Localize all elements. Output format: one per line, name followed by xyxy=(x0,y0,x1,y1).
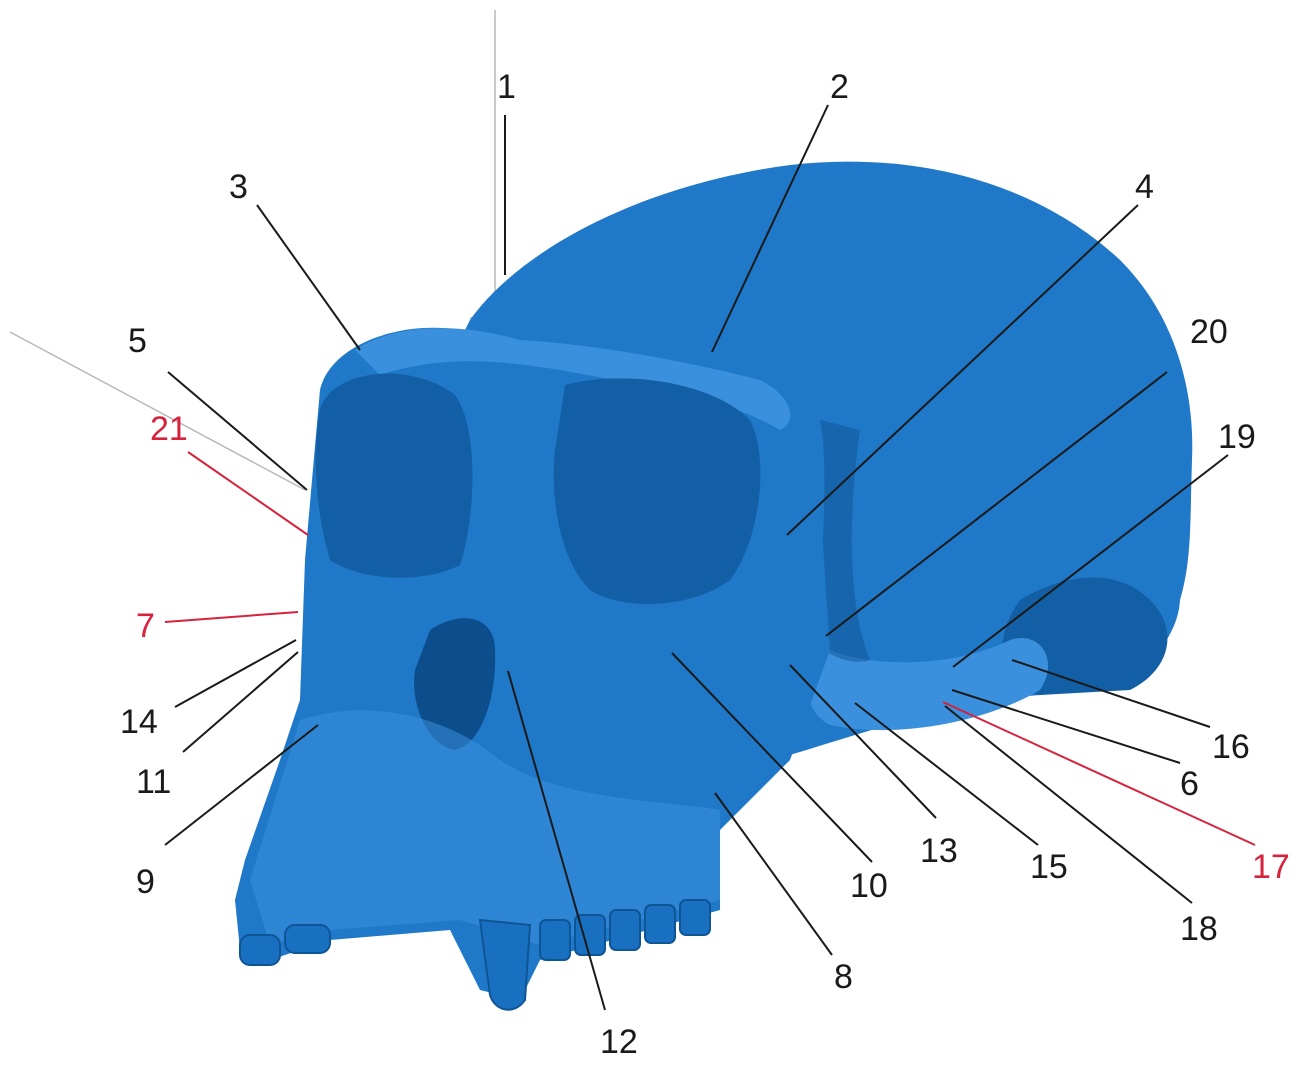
molar xyxy=(645,905,675,943)
label-7: 7 xyxy=(136,607,155,645)
label-3: 3 xyxy=(229,168,248,206)
label-17: 17 xyxy=(1252,848,1290,886)
label-6: 6 xyxy=(1180,765,1199,803)
label-8: 8 xyxy=(834,958,853,996)
label-1: 1 xyxy=(497,68,516,106)
label-16: 16 xyxy=(1212,728,1250,766)
leader-line-7 xyxy=(165,612,298,622)
label-10: 10 xyxy=(850,867,888,905)
leader-line-21 xyxy=(188,452,308,535)
molar xyxy=(610,910,640,950)
label-5: 5 xyxy=(128,322,147,360)
label-9: 9 xyxy=(136,863,155,901)
label-13: 13 xyxy=(920,832,958,870)
leader-line-5 xyxy=(168,372,307,490)
incisor xyxy=(285,925,330,953)
leader-line-3 xyxy=(257,205,360,350)
label-19: 19 xyxy=(1218,418,1256,456)
premolar xyxy=(540,920,570,960)
leader-line-6 xyxy=(952,690,1180,763)
label-20: 20 xyxy=(1190,313,1228,351)
label-12: 12 xyxy=(600,1023,638,1061)
label-11: 11 xyxy=(136,763,171,801)
label-4: 4 xyxy=(1135,168,1154,206)
leader-line-11 xyxy=(183,652,298,752)
leader-line-15 xyxy=(855,703,1038,845)
label-2: 2 xyxy=(830,68,849,106)
label-18: 18 xyxy=(1180,910,1218,948)
label-15: 15 xyxy=(1030,848,1068,886)
left-orbit xyxy=(316,374,473,578)
molar xyxy=(680,900,710,935)
label-14: 14 xyxy=(120,703,158,741)
incisor xyxy=(240,935,280,965)
leader-line-17 xyxy=(943,702,1255,845)
leader-line-8 xyxy=(715,793,832,955)
leader-line-14 xyxy=(175,640,296,707)
canine-tooth xyxy=(480,920,530,1010)
leader-line-18 xyxy=(945,706,1192,903)
right-orbit xyxy=(554,378,761,604)
label-21: 21 xyxy=(150,410,188,448)
